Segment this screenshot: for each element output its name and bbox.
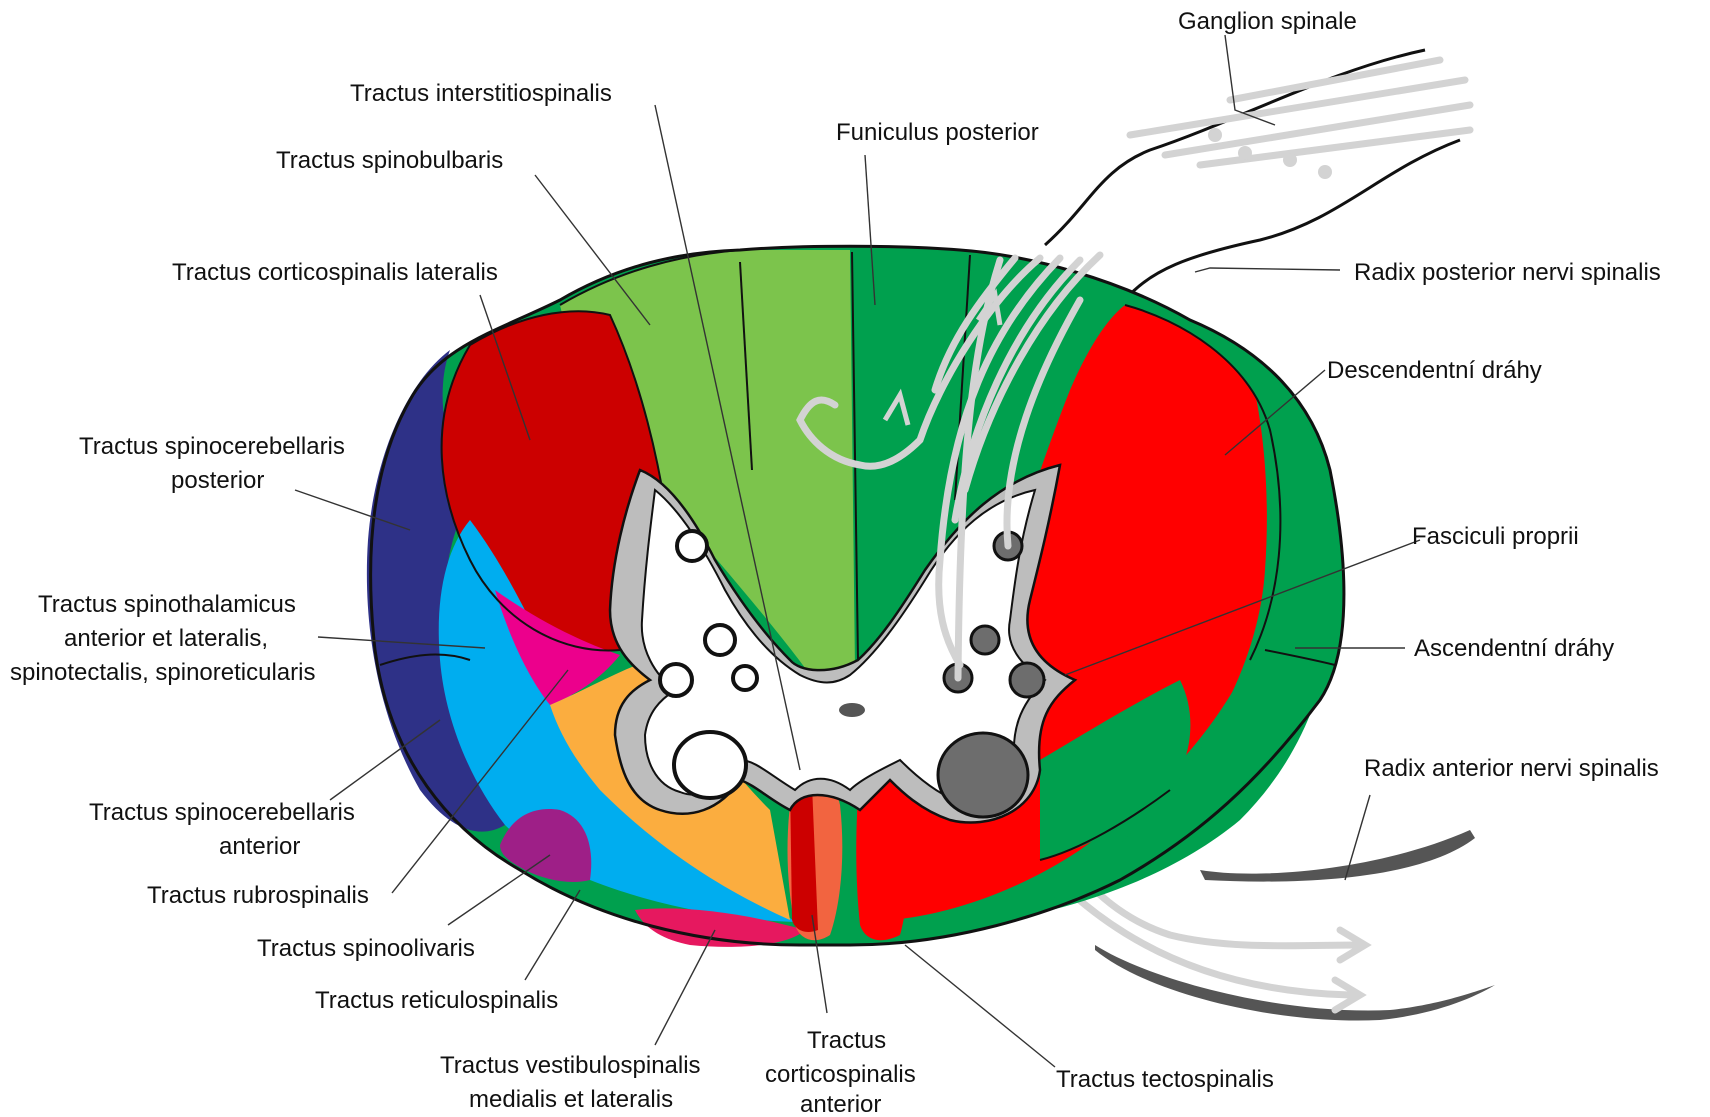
label-corticospinalis-anterior-1: Tractus [807,1027,886,1054]
label-descendentni-drahy: Descendentní dráhy [1327,357,1542,384]
label-corticospinalis-anterior-3: anterior [800,1091,881,1117]
label-spinothalamicus-3: spinotectalis, spinoreticularis [10,659,315,686]
label-funiculus-posterior: Funiculus posterior [836,119,1039,146]
label-tractus-spinobulbaris: Tractus spinobulbaris [276,147,503,174]
label-spinocerebellaris-posterior-1: Tractus spinocerebellaris [79,433,345,460]
label-spinothalamicus-2: anterior et lateralis, [64,625,268,652]
label-spinothalamicus-1: Tractus spinothalamicus [38,591,296,618]
label-ganglion-spinale: Ganglion spinale [1178,8,1357,35]
label-vestibulospinalis-1: Tractus vestibulospinalis [440,1052,701,1079]
label-spinocerebellaris-anterior-1: Tractus spinocerebellaris [89,799,355,826]
label-tractus-reticulospinalis: Tractus reticulospinalis [315,987,558,1014]
label-ascendentni-drahy: Ascendentní dráhy [1414,635,1614,662]
label-tractus-corticospinalis-lateralis: Tractus corticospinalis lateralis [172,259,498,286]
label-radix-anterior: Radix anterior nervi spinalis [1364,755,1659,782]
label-tractus-interstitiospinalis: Tractus interstitiospinalis [350,80,612,107]
label-tractus-rubrospinalis: Tractus rubrospinalis [147,882,369,909]
label-spinocerebellaris-posterior-2: posterior [171,467,264,494]
label-fasciculi-proprii: Fasciculi proprii [1412,523,1579,550]
label-vestibulospinalis-2: medialis et lateralis [469,1086,673,1113]
label-corticospinalis-anterior-2: corticospinalis [765,1061,916,1088]
label-radix-posterior: Radix posterior nervi spinalis [1354,259,1661,286]
label-tractus-spinoolivaris: Tractus spinoolivaris [257,935,475,962]
label-spinocerebellaris-anterior-2: anterior [219,833,300,860]
spinal-cord-cross-section [367,246,1344,947]
label-tractus-tectospinalis: Tractus tectospinalis [1056,1066,1274,1093]
